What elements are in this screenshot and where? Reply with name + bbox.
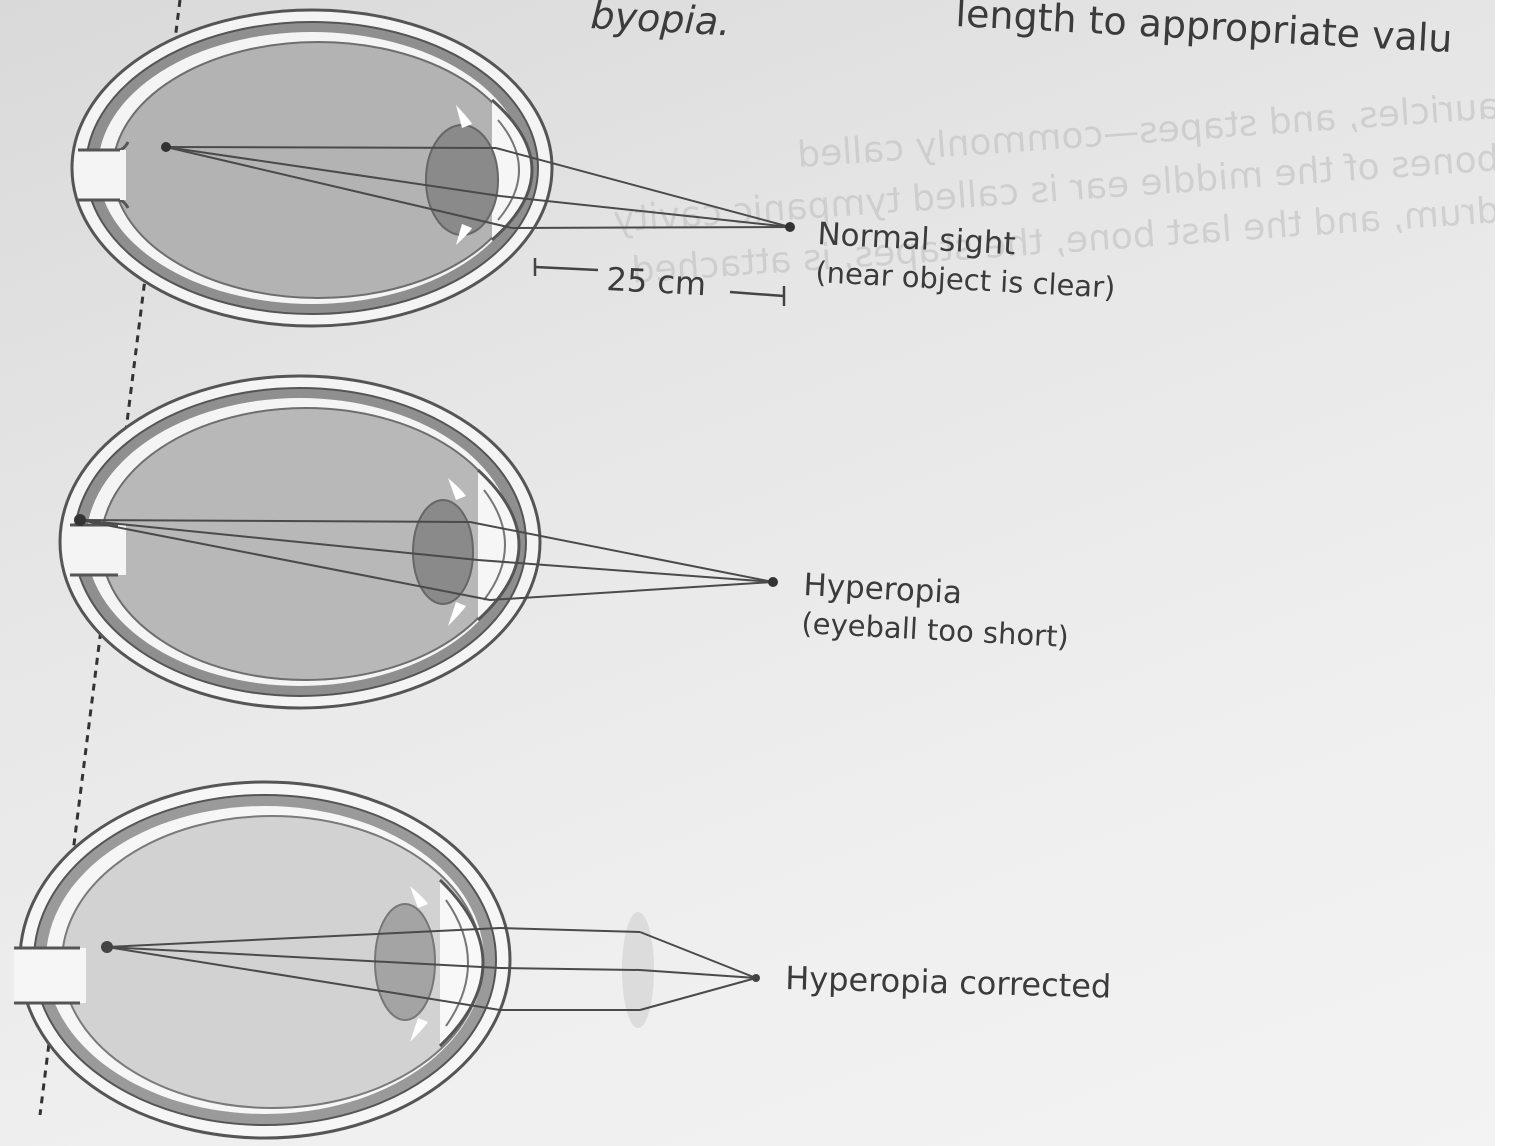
near-object-point xyxy=(768,577,778,587)
eye-hyperopia-corrected: Hyperopia corrected xyxy=(14,782,1112,1138)
hyperopia-sublabel: (eyeball too short) xyxy=(801,606,1070,654)
hyperopia-corrected-label: Hyperopia corrected xyxy=(785,959,1112,1006)
lens xyxy=(426,125,498,235)
near-object-point xyxy=(785,222,795,232)
bleed-through-text: auricles, and stapes—commonly called bon… xyxy=(612,86,1501,292)
normal-sight-sublabel: (near object is clear) xyxy=(815,255,1117,305)
hyperopia-label: Hyperopia xyxy=(803,567,963,611)
lens xyxy=(413,500,473,604)
near-object-point xyxy=(752,974,760,982)
top-text-fragment-right: length to appropriate valu xyxy=(955,0,1454,61)
focal-point-retina xyxy=(161,142,171,152)
top-text-fragment-left: byopia. xyxy=(590,0,732,44)
eye-hyperopia: Hyperopia (eyeball too short) xyxy=(60,376,1070,708)
eye-normal: 25 cm Normal sight (near object is clear… xyxy=(72,10,1116,326)
focal-point-retina xyxy=(101,941,113,953)
focal-point-behind-retina xyxy=(74,514,86,526)
distance-label: 25 cm xyxy=(606,260,708,303)
